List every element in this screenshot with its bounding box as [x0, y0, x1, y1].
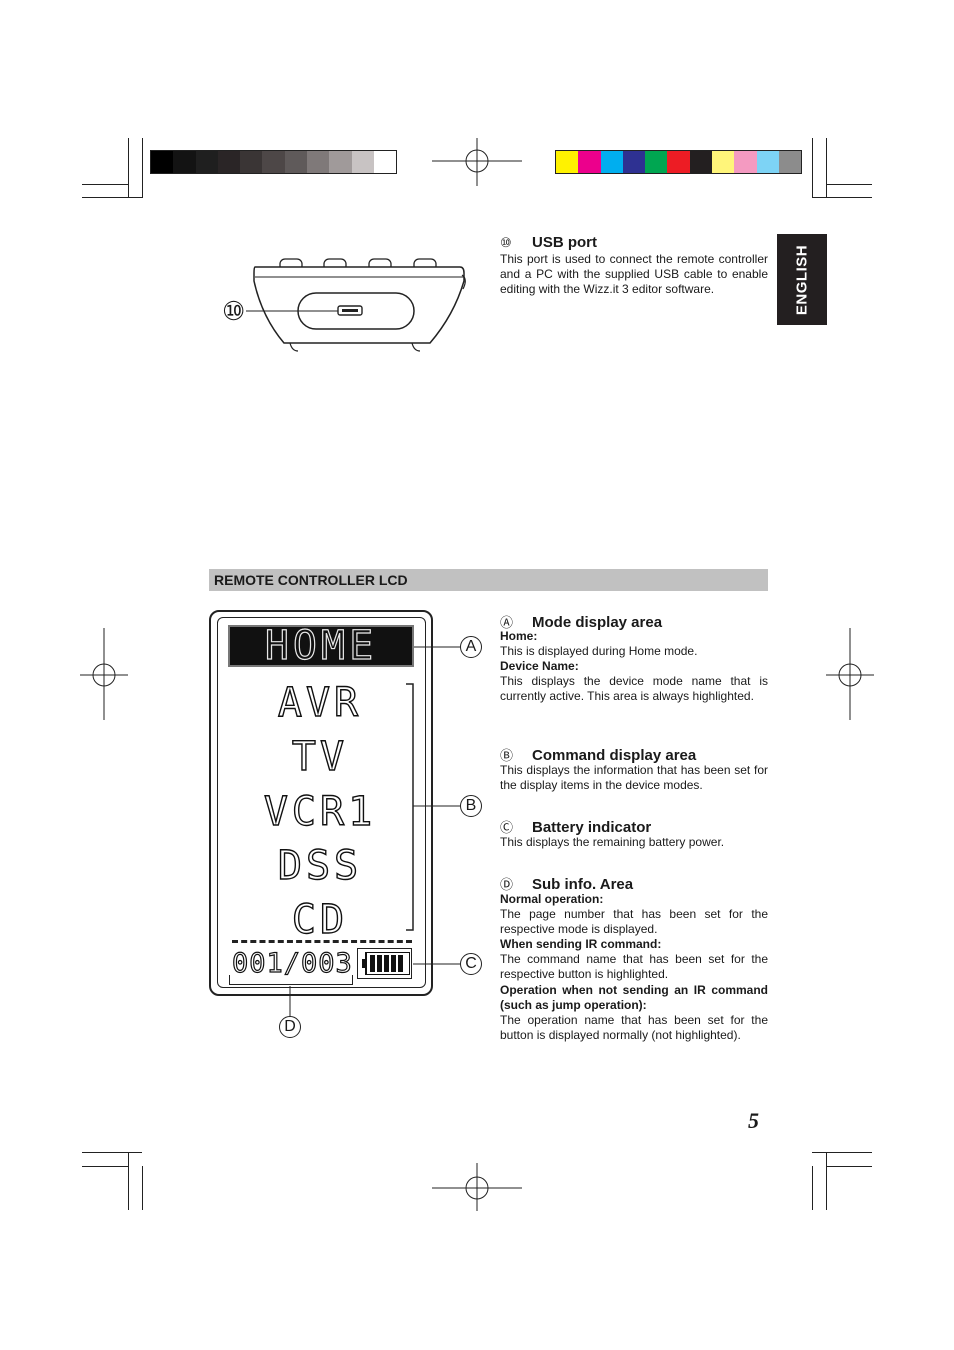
page-number: 5 — [748, 1108, 759, 1133]
usb-port-text: This port is used to connect the remote … — [500, 252, 768, 297]
swatch — [217, 151, 241, 173]
item-mark: Ⓐ — [500, 615, 514, 630]
lcd-sub-info-bracket — [229, 975, 353, 985]
command-display-heading: Ⓑ Command display area — [500, 745, 696, 764]
callout-c: C — [460, 953, 482, 975]
remote-usb-port-illustration — [246, 258, 466, 352]
lcd-mode-text: HOME — [264, 622, 378, 669]
sub-info-body: Normal operation: The page number that h… — [500, 892, 768, 1043]
lcd-item: CD — [291, 896, 349, 943]
battery-indicator-body: This displays the remaining battery powe… — [500, 835, 768, 850]
swatch — [622, 151, 646, 173]
battery-icon — [362, 952, 410, 975]
swatch — [284, 151, 308, 173]
swatch — [712, 151, 735, 173]
usb-port-title: USB port — [532, 234, 597, 251]
swatch — [645, 151, 668, 173]
callout-b: B — [460, 795, 482, 817]
callout-a: A — [460, 636, 482, 658]
swatch — [307, 151, 330, 173]
item-mark: Ⓒ — [500, 820, 514, 835]
lcd-mode-display: HOME — [228, 622, 414, 670]
item-mark: Ⓑ — [500, 748, 514, 763]
swatch — [667, 151, 690, 173]
sub-text: The operation name that has been set for… — [500, 1012, 768, 1042]
swatch — [262, 151, 285, 173]
lcd-item: VCR1 — [263, 788, 377, 835]
callout-d: D — [279, 1016, 301, 1038]
registration-mark-right-icon — [826, 628, 874, 720]
usb-port-heading: ⑩ USB port — [500, 234, 597, 251]
color-swatch-bar — [555, 150, 803, 174]
sub-label: Normal operation: — [500, 892, 604, 906]
lcd-outer-frame — [209, 610, 433, 996]
lcd-item: TV — [291, 733, 349, 780]
swatch — [556, 151, 579, 173]
item-title: Mode display area — [532, 614, 663, 631]
sub-label: Operation when not sending an IR command… — [500, 982, 768, 1012]
swatch — [151, 151, 174, 173]
lcd-callout-leaders — [289, 646, 460, 1017]
sub-text: This is displayed during Home mode. — [500, 644, 698, 659]
swatch — [734, 151, 757, 173]
swatch — [689, 151, 713, 173]
registration-mark-left-icon — [80, 628, 128, 720]
sub-text: This displays the device mode name that … — [500, 674, 768, 704]
grayscale-swatch-bar — [150, 150, 398, 174]
swatch — [600, 151, 623, 173]
mode-display-heading: Ⓐ Mode display area — [500, 612, 662, 631]
lcd-divider — [232, 940, 412, 943]
battery-indicator-heading: Ⓒ Battery indicator — [500, 817, 651, 836]
swatch — [578, 151, 601, 173]
item-title: Battery indicator — [532, 819, 652, 836]
swatch — [173, 151, 196, 173]
section-heading-bar: REMOTE CONTROLLER LCD — [209, 569, 768, 591]
usb-port-mark: ⑩ — [500, 235, 512, 250]
swatch — [778, 151, 802, 173]
item-text: This displays the remaining battery powe… — [500, 835, 725, 849]
item-title: Command display area — [532, 747, 697, 764]
lcd-battery-frame — [357, 948, 412, 979]
command-display-body: This displays the information that has b… — [500, 763, 768, 793]
usb-callout-number: ⑩ — [222, 296, 246, 326]
swatch — [351, 151, 374, 173]
swatch — [329, 151, 352, 173]
swatch — [195, 151, 218, 173]
sub-text: The command name that has been set for t… — [500, 952, 768, 982]
mode-display-body: Home: This is displayed during Home mode… — [500, 629, 768, 704]
sub-label: Device Name: — [500, 659, 579, 674]
sub-label: Home: — [500, 629, 538, 643]
sub-text: The page number that has been set for th… — [500, 907, 768, 937]
usb-port-description: This port is used to connect the remote … — [500, 252, 768, 297]
swatch — [240, 151, 263, 173]
swatch — [373, 151, 397, 173]
lcd-item: DSS — [277, 842, 363, 889]
lcd-inner-frame — [217, 617, 426, 988]
sub-info-heading: Ⓓ Sub info. Area — [500, 874, 633, 893]
lcd-item: AVR — [277, 679, 363, 726]
item-mark: Ⓓ — [500, 877, 514, 892]
sub-label: When sending IR command: — [500, 937, 662, 952]
swatch — [756, 151, 779, 173]
item-title: Sub info. Area — [532, 876, 634, 893]
registration-mark-bottom-icon — [432, 1163, 522, 1211]
lcd-sub-info: 001/003 — [231, 947, 353, 979]
language-tab-label: ENGLISH — [793, 244, 811, 315]
item-text: This displays the information that has b… — [500, 763, 768, 793]
section-heading: REMOTE CONTROLLER LCD — [214, 572, 408, 588]
registration-mark-top-icon — [432, 138, 522, 186]
language-tab: ENGLISH — [777, 234, 827, 325]
